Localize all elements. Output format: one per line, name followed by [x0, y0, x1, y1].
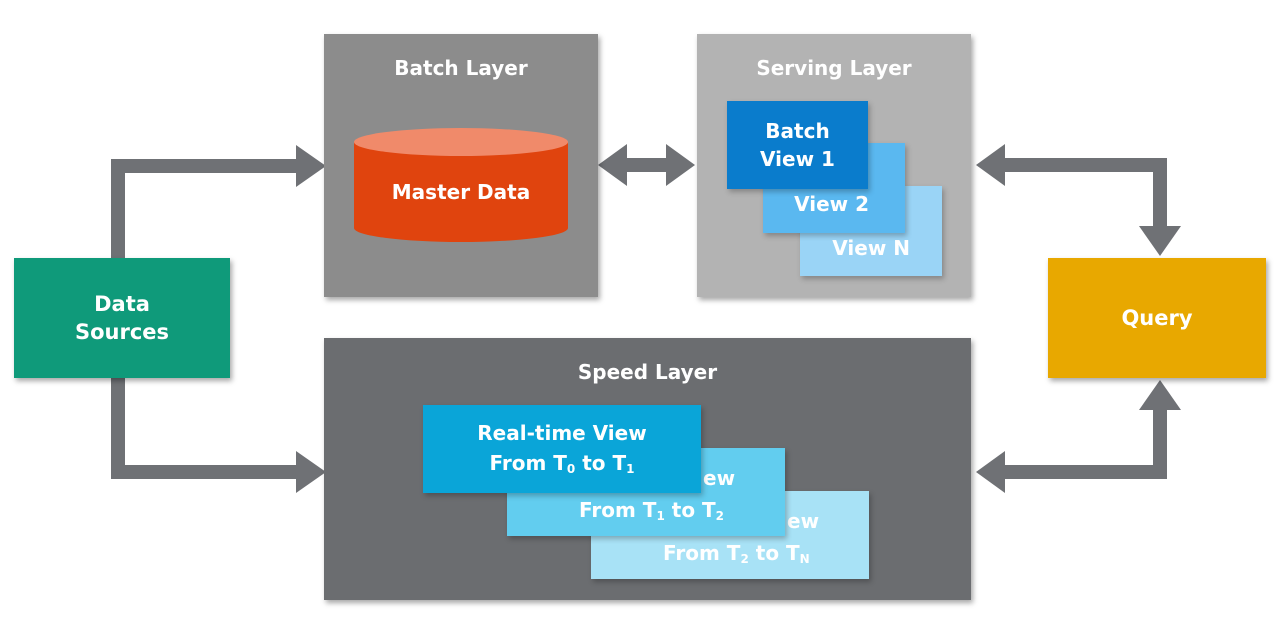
- batch-layer-panel: Batch Layer Master Data: [324, 34, 598, 297]
- realtime-view-2-range: From T1 to T2: [579, 496, 724, 527]
- arrowhead-query-top-in: [1139, 226, 1181, 256]
- range-prefix: From T: [663, 541, 741, 565]
- realtime-view-1-card: Real-time View From T0 to T1: [423, 405, 701, 493]
- arrowhead-speed-in: [296, 451, 326, 493]
- range-start: 2: [740, 552, 749, 566]
- data-sources-box: Data Sources: [14, 258, 230, 378]
- arrowhead-serving-out: [976, 144, 1005, 186]
- serving-layer-title: Serving Layer: [756, 56, 912, 80]
- arrow-serving-query: [1003, 158, 1167, 228]
- realtime-view-1-range: From T0 to T1: [489, 448, 634, 481]
- query-box: Query: [1048, 258, 1266, 378]
- database-icon: [354, 128, 568, 242]
- range-start: 1: [656, 509, 665, 523]
- arrowhead-serving-in: [666, 144, 695, 186]
- speed-layer-title: Speed Layer: [577, 360, 718, 384]
- range-end: 1: [626, 461, 635, 476]
- range-end: N: [799, 552, 810, 566]
- range-prefix: From T: [579, 498, 657, 522]
- range-end: 2: [715, 509, 725, 523]
- master-data-cylinder: Master Data: [354, 128, 568, 242]
- query-label: Query: [1121, 306, 1193, 330]
- range-prefix: From T: [489, 450, 567, 475]
- range-mid: to T: [664, 498, 716, 522]
- batch-layer-title: Batch Layer: [394, 56, 528, 80]
- range-mid: to T: [575, 450, 627, 475]
- realtime-view-2-fragment: ew: [703, 466, 736, 490]
- data-sources-label-line1: Data: [94, 292, 150, 316]
- batch-view-1-card: Batch View 1: [727, 101, 868, 189]
- realtime-view-1-label-line1: Real-time View: [477, 420, 647, 445]
- arrow-speed-query: [1003, 408, 1167, 479]
- arrowhead-batch-in: [296, 145, 326, 187]
- data-sources-label-line2: Sources: [74, 320, 170, 344]
- master-data-label: Master Data: [391, 180, 531, 204]
- range-mid: to T: [748, 541, 800, 565]
- batch-view-n-label: View N: [832, 236, 910, 260]
- arrowhead-speed-out: [976, 451, 1005, 493]
- arrowhead-query-bottom-in: [1139, 380, 1181, 410]
- realtime-view-3-fragment: ew: [787, 509, 820, 533]
- batch-view-1-label-line1: Batch: [765, 119, 830, 143]
- batch-view-1-label-line2: View 1: [760, 147, 835, 171]
- batch-view-2-label: View 2: [794, 192, 869, 216]
- realtime-view-3-range: From T2 to TN: [663, 539, 810, 570]
- arrowhead-batch-out: [598, 144, 627, 186]
- arrow-sources-to-batch: [111, 159, 298, 258]
- range-start: 0: [566, 461, 576, 476]
- arrow-sources-to-speed: [111, 378, 298, 479]
